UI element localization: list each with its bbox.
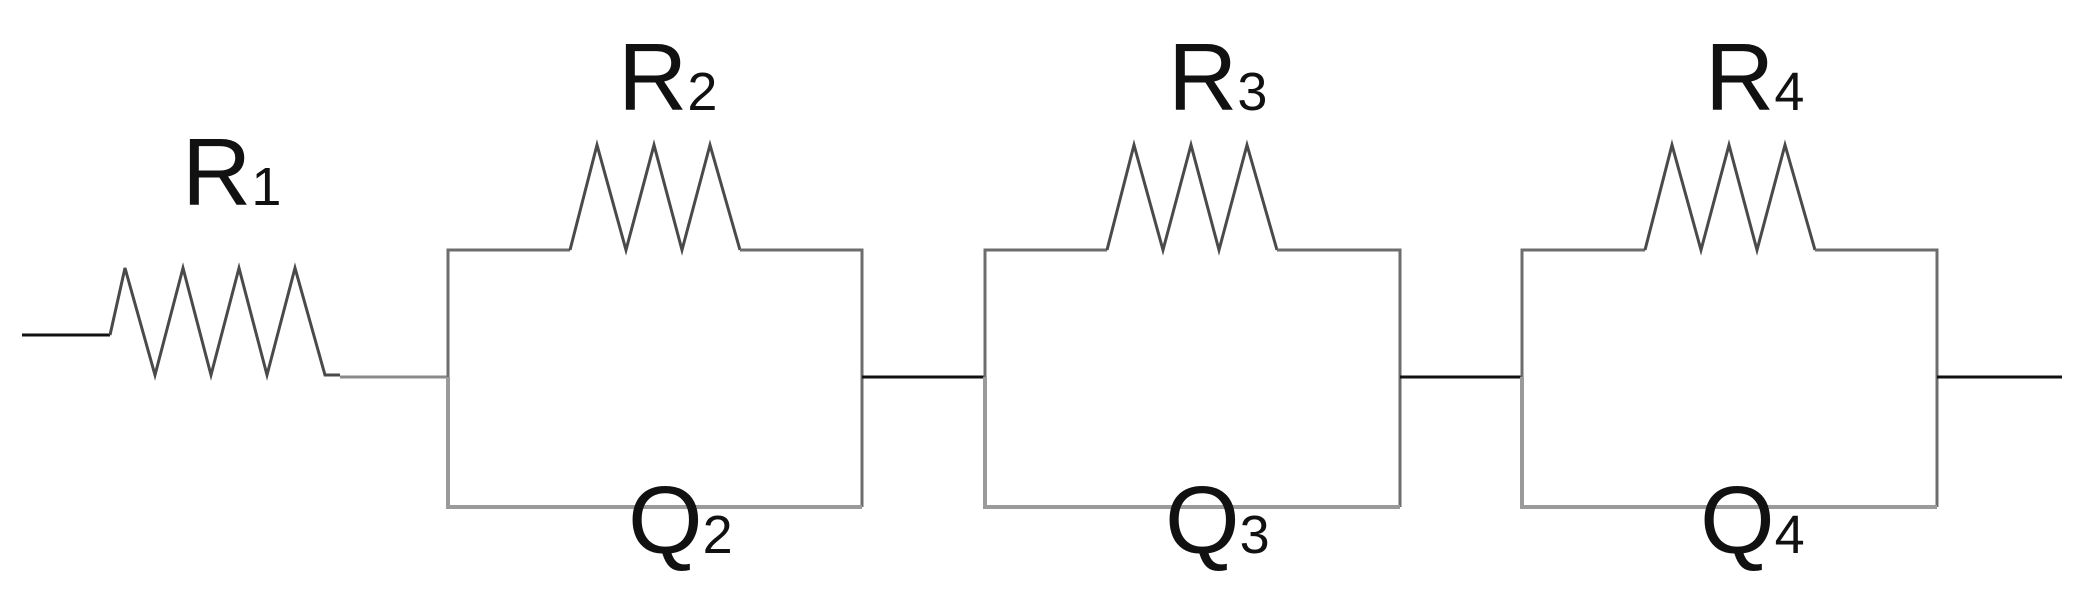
block2-top-wire-right <box>740 248 864 507</box>
cpe-q2 <box>446 377 862 509</box>
block3-top-wire-right <box>1277 248 1402 507</box>
resistor-r3 <box>1105 139 1279 256</box>
label-r1: R1 <box>182 119 281 226</box>
label-q4: Q4 <box>1700 467 1805 574</box>
label-q3: Q3 <box>1165 467 1270 574</box>
block2-top-wire <box>446 248 570 377</box>
cpe-q4 <box>1520 377 1937 509</box>
rq-block-4 <box>1520 139 1939 509</box>
label-r2: R2 <box>618 24 717 131</box>
rq-block-3 <box>983 139 1402 509</box>
cpe-q3 <box>983 377 1400 509</box>
block3-top-wire <box>983 248 1107 377</box>
label-r4: R4 <box>1705 24 1804 131</box>
label-r3: R3 <box>1168 24 1267 131</box>
resistor-r1 <box>108 262 340 381</box>
label-q2: Q2 <box>628 467 733 574</box>
rq-block-2 <box>446 139 864 509</box>
resistor-r2 <box>568 139 742 256</box>
block4-top-wire-right <box>1815 248 1939 507</box>
resistor-r4 <box>1643 139 1817 256</box>
block4-top-wire <box>1520 248 1645 377</box>
